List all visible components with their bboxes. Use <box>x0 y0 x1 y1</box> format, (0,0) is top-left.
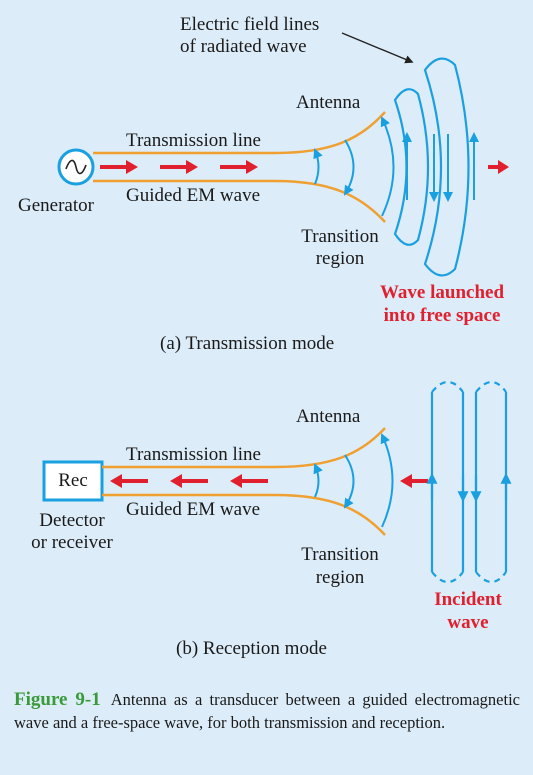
field-loop-outer <box>423 57 470 277</box>
field-loop-inner <box>393 88 430 246</box>
rx-transmission-line-label: Transmission line <box>126 444 261 465</box>
field-lines-label-line1: Electric field lines <box>180 14 320 35</box>
rx-transition-label-line2: region <box>315 567 365 588</box>
wave-launched-label-line2: into free space <box>383 305 501 326</box>
incident-wave-label-line1: Incident <box>434 589 502 610</box>
rx-transmission-line-upper <box>102 427 386 469</box>
rx-transition-label-line1: Transition <box>301 544 379 565</box>
incident-wave-label-line2: wave <box>447 612 489 633</box>
transmission-line-lower <box>93 179 386 223</box>
caption-text: Antenna as a transducer between a guided… <box>14 690 520 732</box>
incident-wave-fields <box>426 380 512 584</box>
rx-guided-wave-label: Guided EM wave <box>126 499 261 520</box>
rx-field-arc-2 <box>343 454 355 509</box>
field-lines-pointer <box>341 32 414 64</box>
transmission-line-label: Transmission line <box>126 130 261 151</box>
guided-wave-arrows <box>100 160 509 174</box>
field-arc-2 <box>343 139 355 196</box>
generator-icon <box>57 148 95 186</box>
transmission-mode-title: (a) Transmission mode <box>160 333 335 354</box>
field-arc-1 <box>313 148 323 185</box>
antenna-label: Antenna <box>296 92 361 113</box>
rx-field-arc-1 <box>313 463 323 498</box>
field-arc-3 <box>380 116 395 217</box>
reception-mode-title: (b) Reception mode <box>176 638 327 659</box>
receiver-box <box>42 460 104 502</box>
wave-launched-label-line1: Wave launched <box>379 282 505 303</box>
rx-antenna-label: Antenna <box>296 406 361 427</box>
rec-label: Rec <box>58 470 88 491</box>
transition-label-line2: region <box>315 248 365 269</box>
detector-label-line1: Detector <box>39 510 105 531</box>
field-lines-label-line2: of radiated wave <box>180 36 307 57</box>
guided-wave-label: Guided EM wave <box>126 185 261 206</box>
detector-label-line2: or receiver <box>31 532 113 553</box>
generator-label: Generator <box>18 195 94 216</box>
transition-label-line1: Transition <box>301 226 379 247</box>
rx-transmission-line-lower <box>102 493 386 536</box>
transmission-line-upper <box>93 111 386 155</box>
figure-number: Figure 9-1 <box>14 689 101 710</box>
rx-field-arc-3 <box>380 433 394 528</box>
rx-guided-wave-arrows <box>110 474 428 488</box>
